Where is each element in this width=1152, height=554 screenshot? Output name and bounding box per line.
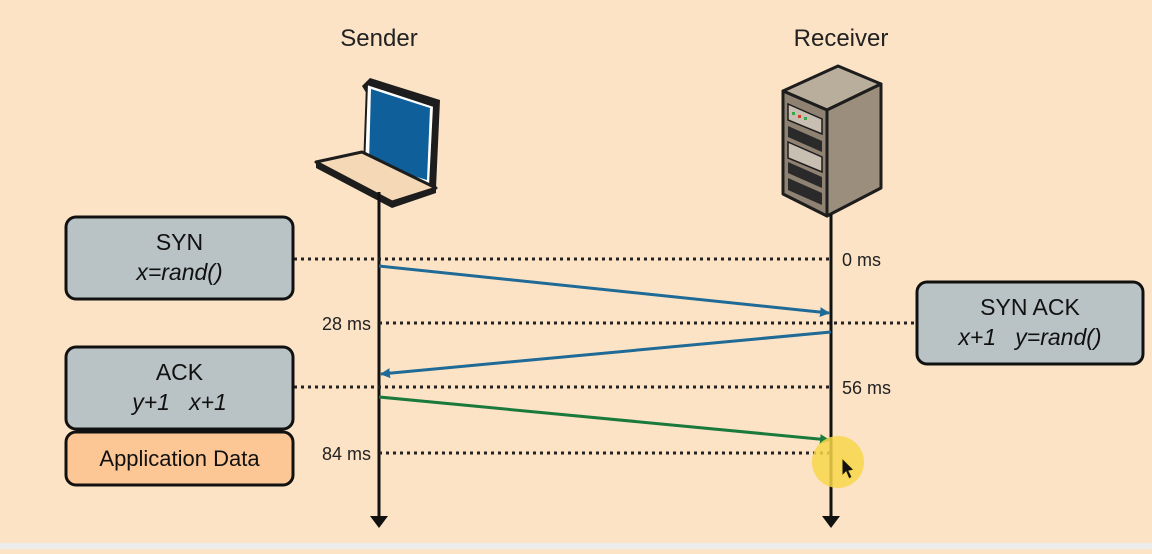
ack-box-subtitle: y+1 x+1	[130, 389, 227, 415]
bottom-edge-bar	[0, 543, 1152, 549]
cursor-highlight	[812, 436, 864, 488]
sender-lifeline-arrowhead	[370, 516, 388, 528]
ack-box: ACK y+1 x+1	[64, 345, 295, 431]
time-label-84ms: 84 ms	[322, 444, 371, 464]
synack-box-title: SYN ACK	[980, 294, 1080, 320]
synack-arrow	[380, 330, 832, 379]
laptop-icon	[314, 78, 440, 208]
synack-box: SYN ACK x+1 y=rand()	[915, 280, 1145, 366]
syn-arrow	[378, 264, 830, 318]
cursor-icon	[841, 456, 856, 480]
synack-box-subtitle: x+1 y=rand()	[957, 324, 1101, 350]
ack-arrow	[378, 395, 830, 445]
sender-title: Sender	[340, 25, 417, 52]
server-tower-icon	[781, 64, 883, 218]
time-label-28ms: 28 ms	[322, 314, 371, 334]
ack-box-title: ACK	[156, 359, 204, 385]
time-label-0ms: 0 ms	[842, 250, 881, 270]
receiver-title: Receiver	[794, 25, 889, 52]
appdata-box-title: Application Data	[99, 446, 260, 471]
receiver-lifeline-arrowhead	[822, 516, 840, 528]
syn-box: SYN x=rand()	[64, 215, 295, 301]
syn-box-subtitle: x=rand()	[135, 259, 222, 285]
appdata-box: Application Data	[64, 430, 295, 487]
syn-box-title: SYN	[156, 229, 203, 255]
time-label-56ms: 56 ms	[842, 378, 891, 398]
